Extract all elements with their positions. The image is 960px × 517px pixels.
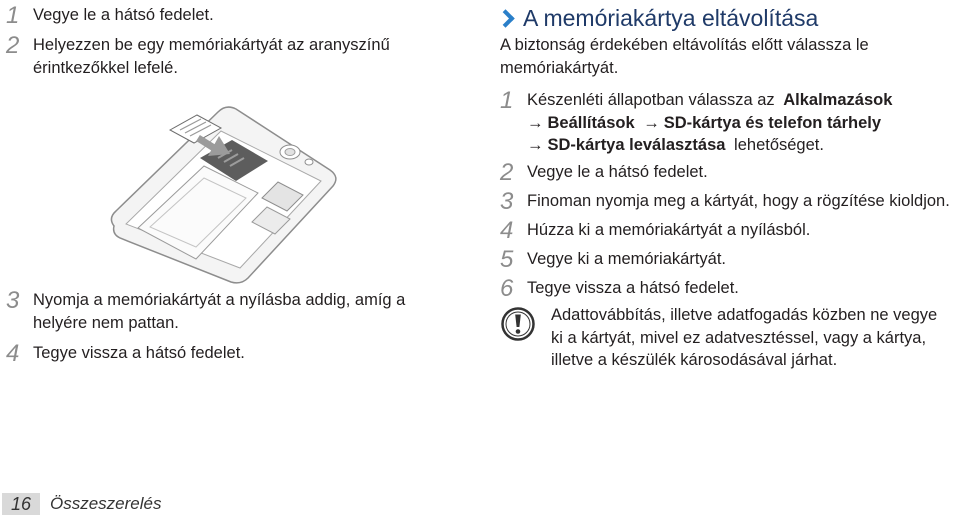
step-text: Tegye vissza a hátsó fedelet.: [33, 342, 245, 365]
page-number: 16: [2, 493, 40, 515]
menu-item-sd-kartya-levalasztasa: SD-kártya leválasztása: [547, 136, 726, 155]
insert-step-2: 2 Helyezzen be egy memóriakártyát az ara…: [6, 34, 390, 79]
step-number: 3: [6, 287, 20, 314]
section-name: Összeszerelés: [50, 494, 162, 513]
battery-recess: [149, 177, 247, 248]
step-number: 1: [500, 87, 514, 114]
step-text-line: →SD-kártya leválasztása lehetőséget.: [527, 134, 892, 157]
phone-back-memory-card-insert-illustration: [110, 106, 337, 284]
warning-line: Adattovábbítás, illetve adatfogadás közb…: [551, 306, 938, 324]
warning-icon-inner-circle: [505, 311, 531, 337]
sim-card-slot: [251, 206, 291, 235]
step-text: Nyomja a memóriakártyát a nyílásba addig…: [33, 289, 405, 334]
step-text-line: Készenléti állapotban válassza az Alkalm…: [527, 89, 892, 112]
step-text: Finoman nyomja meg a kártyát, hogy a rög…: [527, 192, 950, 210]
step-text-line: →Beállítások →SD-kártya és telefon tárhe…: [527, 112, 892, 135]
step-suffix: lehetőséget.: [734, 136, 824, 155]
intro-text: A biztonság érdekében eltávolítás előtt …: [500, 34, 869, 79]
step-number: 5: [500, 246, 514, 273]
warning-text: Adattovábbítás, illetve adatfogadás közb…: [551, 304, 937, 372]
menu-item-sd-kartya-es-telefon-tarhely: SD-kártya és telefon tárhely: [663, 113, 882, 132]
camera-flash: [304, 158, 314, 166]
step-text-line: Tegye vissza a hátsó fedelet.: [33, 344, 245, 362]
menu-arrow: →: [527, 113, 544, 132]
step-text: Vegye ki a memóriakártyát.: [527, 250, 726, 268]
step-text: Vegye le a hátsó fedelet.: [527, 163, 708, 181]
step-text-line: Helyezzen be egy memóriakártyát az arany…: [33, 36, 390, 54]
insert-arrow-head: [208, 136, 230, 156]
camera-lens-inner: [284, 148, 296, 156]
menu-arrow: →: [643, 113, 660, 132]
step-text: Tegye vissza a hátsó fedelet.: [527, 279, 739, 297]
insert-arrow-shaft: [196, 135, 216, 151]
step-text-line: helyére nem pattan.: [33, 313, 179, 332]
menu-arrow: →: [527, 136, 544, 155]
insert-step-3: 3 Nyomja a memóriakártyát a nyílásba add…: [6, 289, 405, 334]
insert-step-4: 4 Tegye vissza a hátsó fedelet.: [6, 340, 245, 367]
step-number: 4: [6, 340, 20, 367]
intro-line: memóriakártyát.: [500, 58, 619, 77]
intro-line: A biztonság érdekében eltávolítás előtt …: [500, 36, 869, 54]
step-text-line: Vegye le a hátsó fedelet.: [33, 6, 214, 24]
removal-step-1: 1 Készenléti állapotban válassza az Alka…: [500, 89, 892, 157]
warning-icon-dot: [515, 329, 521, 334]
step-number: 1: [6, 2, 20, 29]
memory-card-stripes: [179, 118, 212, 137]
step-number: 3: [500, 188, 514, 215]
section-heading: A memóriakártya eltávolítása: [523, 5, 819, 31]
step-number: 4: [500, 217, 514, 244]
removal-step-2: 2 Vegye le a hátsó fedelet.: [500, 159, 708, 186]
step-text: Húzza ki a memóriakártyát a nyílásból.: [527, 221, 811, 239]
step-number: 2: [500, 159, 514, 186]
step-prefix: Készenléti állapotban válassza az: [527, 91, 775, 109]
step-text: Készenléti állapotban válassza az Alkalm…: [527, 89, 892, 157]
warning-line: illetve a készülék károsodásával járhat.: [551, 351, 838, 370]
warning-line: ki a kártyát, mivel ez adatvesztéssel, v…: [551, 328, 927, 347]
removal-step-5: 5 Vegye ki a memóriakártyát.: [500, 246, 726, 273]
chevron-right-icon: [496, 9, 515, 28]
memory-card-slot: [261, 181, 304, 212]
step-text: Helyezzen be egy memóriakártyát az arany…: [33, 34, 390, 79]
removal-step-3: 3 Finoman nyomja meg a kártyát, hogy a r…: [500, 188, 950, 215]
step-text: Vegye le a hátsó fedelet.: [33, 4, 214, 27]
step-text-line: Nyomja a memóriakártyát a nyílásba addig…: [33, 291, 406, 309]
insert-step-1: 1 Vegye le a hátsó fedelet.: [6, 2, 214, 29]
memory-card: [168, 114, 223, 144]
step-text-line: érintkezőkkel lefelé.: [33, 58, 178, 77]
removal-step-4: 4 Húzza ki a memóriakártyát a nyílásból.: [500, 217, 811, 244]
removal-step-6: 6 Tegye vissza a hátsó fedelet.: [500, 275, 739, 302]
menu-item-beallitasok: Beállítások: [547, 113, 635, 132]
step-number: 6: [500, 275, 514, 302]
step-number: 2: [6, 32, 20, 59]
warning-icon: [501, 307, 535, 341]
warning-icon-bar: [515, 314, 521, 327]
menu-item-alkalmazasok: Alkalmazások: [783, 91, 893, 109]
